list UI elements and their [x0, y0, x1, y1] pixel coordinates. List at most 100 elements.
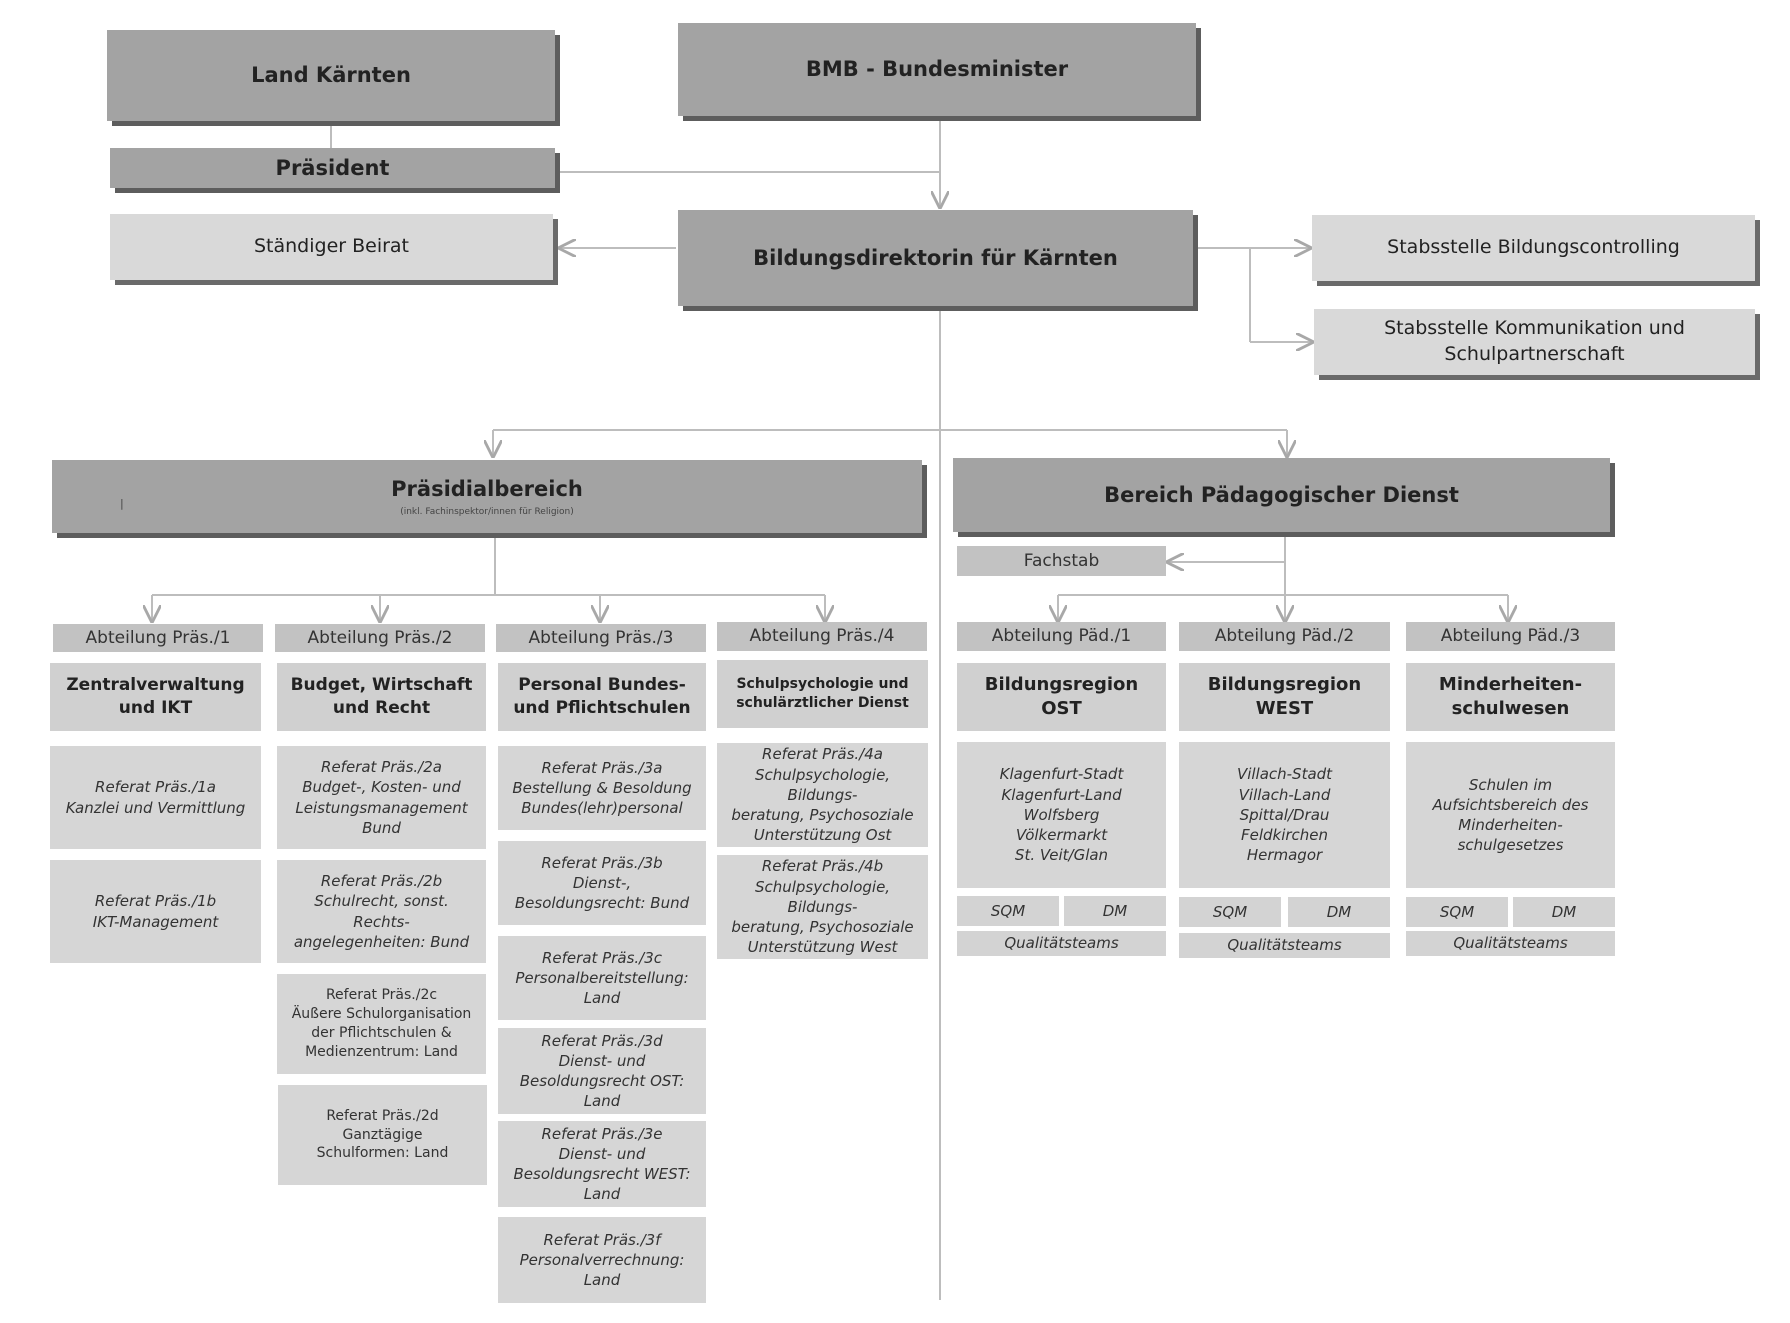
abteilung-title-line: und Recht — [332, 698, 431, 718]
abteilung-praes-1-header: Abteilung Präs./1 — [53, 624, 263, 652]
sqm-label: SQM — [1439, 902, 1475, 921]
referat-praes-4a: Referat Präs./4a Schulpsychologie, Bildu… — [717, 743, 928, 847]
abteilung-title-line: schulwesen — [1451, 698, 1570, 719]
stabsstelle-kommunikation-line: Stabsstelle Kommunikation und — [1384, 317, 1685, 340]
abteilung-paed-3-title: Minderheiten- schulwesen — [1406, 663, 1615, 731]
fachstab-box: Fachstab — [957, 546, 1166, 576]
referat-line: Dienst- und — [558, 1144, 646, 1163]
bezirk-line: Feldkirchen — [1240, 826, 1329, 845]
qualitaetsteams-tag: Qualitätsteams — [957, 931, 1166, 956]
referat-line: Schulformen: Land — [316, 1145, 449, 1162]
referat-line: Referat Präs./3f — [543, 1230, 661, 1249]
referat-praes-3a: Referat Präs./3a Bestellung & Besoldung … — [498, 746, 706, 830]
sqm-tag: SQM — [1179, 897, 1281, 927]
abteilung-title-line: Schulpsychologie und — [736, 676, 909, 693]
abteilung-header-label: Abteilung Päd./3 — [1440, 626, 1581, 647]
referat-line: Referat Präs./4b — [761, 857, 884, 876]
body-line: Schulen im — [1468, 775, 1553, 794]
referat-line: der Pflichtschulen & — [311, 1025, 452, 1041]
bildungsregion-west-bezirke: Villach-Stadt Villach-Land Spittal/Drau … — [1179, 742, 1390, 888]
body-line: Minderheiten- — [1458, 816, 1563, 834]
referat-line: Äußere Schulorganisation — [291, 1006, 472, 1023]
fachstab-label: Fachstab — [1023, 550, 1100, 571]
referat-line: Referat Präs./3e — [541, 1124, 663, 1143]
bildungsdirektorin-label: Bildungsdirektorin für Kärnten — [753, 245, 1118, 270]
praesident-box: Präsident — [110, 148, 555, 188]
referat-line: Referat Präs./2a — [321, 758, 442, 776]
referat-line: IKT-Management — [92, 912, 219, 931]
praesidialbereich-note: (inkl. Fachinspektor/innen für Religion) — [400, 507, 574, 518]
abteilung-title-line: WEST — [1255, 698, 1314, 719]
referat-line: angelegenheiten: Bund — [293, 932, 470, 951]
bmb-bundesminister-label: BMB - Bundesminister — [805, 57, 1069, 82]
referat-praes-2d: Referat Präs./2d Ganztägige Schulformen:… — [278, 1085, 487, 1185]
staendiger-beirat-box: Ständiger Beirat — [110, 214, 553, 280]
abteilung-title-line: Personal Bundes- — [518, 675, 686, 696]
praesidialbereich-box: | Präsidialbereich (inkl. Fachinspektor/… — [52, 460, 922, 533]
sqm-tag: SQM — [1406, 897, 1508, 927]
referat-line: Ganztägige — [342, 1126, 423, 1143]
praesidialbereich-title: Präsidialbereich — [391, 476, 583, 501]
referat-line: Referat Präs./2c — [325, 987, 438, 1004]
referat-line: Besoldungsrecht WEST: — [513, 1165, 691, 1183]
abteilung-title-line: Budget, Wirtschaft — [290, 675, 473, 696]
land-kaernten-label: Land Kärnten — [251, 63, 411, 88]
bezirk-line: Klagenfurt-Land — [1001, 785, 1122, 804]
referat-line: Referat Präs./2b — [320, 872, 443, 890]
bmb-bundesminister-box: BMB - Bundesminister — [678, 23, 1196, 116]
bezirk-line: Spittal/Drau — [1239, 805, 1330, 824]
referat-line: Referat Präs./2d — [326, 1107, 439, 1124]
body-line: Aufsichtsbereich des — [1432, 795, 1589, 814]
referat-line: Leistungsmanagement — [295, 798, 468, 817]
abteilung-header-label: Abteilung Päd./2 — [1214, 626, 1355, 647]
bildungsregion-ost-bezirke: Klagenfurt-Stadt Klagenfurt-Land Wolfsbe… — [957, 742, 1166, 888]
bezirk-line: Klagenfurt-Stadt — [999, 765, 1124, 784]
referat-line: Referat Präs./1b — [94, 892, 217, 911]
abteilung-title-line: OST — [1041, 698, 1082, 719]
referat-praes-3e: Referat Präs./3e Dienst- und Besoldungsr… — [498, 1121, 706, 1207]
dm-label: DM — [1326, 902, 1352, 921]
abteilung-praes-4-title: Schulpsychologie und schulärztlicher Die… — [717, 660, 928, 728]
referat-line: Referat Präs./3b — [541, 853, 663, 872]
abteilung-header-label: Abteilung Präs./2 — [307, 627, 453, 648]
bezirk-line: Wolfsberg — [1023, 805, 1100, 824]
referat-line: beratung, Psychosoziale — [731, 806, 914, 825]
referat-line: Referat Präs./3d — [541, 1031, 663, 1050]
abteilung-header-label: Abteilung Präs./1 — [85, 627, 231, 648]
referat-line: Schulrecht, sonst. — [314, 892, 449, 911]
paedagogischer-dienst-title: Bereich Pädagogischer Dienst — [1104, 482, 1459, 507]
bildungsdirektorin-box: Bildungsdirektorin für Kärnten — [678, 210, 1193, 306]
bezirk-line: St. Veit/Glan — [1014, 846, 1109, 865]
abteilung-paed-2-header: Abteilung Päd./2 — [1179, 622, 1390, 651]
dm-tag: DM — [1513, 897, 1615, 927]
abteilung-title-line: und Pflichtschulen — [513, 698, 691, 718]
qualitaetsteams-label: Qualitätsteams — [1227, 936, 1342, 955]
sqm-label: SQM — [990, 901, 1026, 920]
referat-line: Bund — [362, 818, 401, 837]
abteilung-paed-2-title: Bildungsregion WEST — [1179, 663, 1390, 731]
qualitaetsteams-label: Qualitätsteams — [1004, 934, 1119, 953]
referat-praes-3f: Referat Präs./3f Personalverrechnung: La… — [498, 1217, 706, 1303]
referat-line: Bestellung & Besoldung — [512, 778, 692, 797]
referat-praes-3c: Referat Präs./3c Personalbereitstellung:… — [498, 936, 706, 1020]
referat-praes-2b: Referat Präs./2b Schulrecht, sonst. Rech… — [277, 860, 486, 963]
bezirk-line: Hermagor — [1246, 846, 1323, 865]
abteilung-praes-1-title: Zentralverwaltung und IKT — [50, 663, 261, 731]
abteilung-paed-1-title: Bildungsregion OST — [957, 663, 1166, 731]
bezirk-line: Völkermarkt — [1015, 826, 1108, 845]
dm-label: DM — [1551, 902, 1577, 921]
referat-line: Unterstützung West — [747, 938, 898, 957]
referat-line: Rechts- — [353, 912, 410, 931]
abteilung-title-line: Zentralverwaltung — [66, 675, 245, 696]
paedagogischer-dienst-box: Bereich Pädagogischer Dienst — [953, 458, 1610, 532]
sqm-label: SQM — [1212, 902, 1248, 921]
referat-praes-1b: Referat Präs./1b IKT-Management — [50, 860, 261, 963]
referat-line: Land — [583, 1271, 621, 1290]
referat-line: Besoldungsrecht OST: — [519, 1072, 685, 1090]
referat-line: Referat Präs./4a — [762, 745, 883, 764]
qualitaetsteams-tag: Qualitätsteams — [1406, 931, 1615, 956]
stabsstelle-kommunikation-box: Stabsstelle Kommunikation und Schulpartn… — [1314, 309, 1755, 375]
abteilung-praes-3-header: Abteilung Präs./3 — [496, 624, 706, 652]
abteilung-title-line: und IKT — [118, 698, 193, 718]
abteilung-title-line: schulärztlicher Dienst — [736, 695, 909, 711]
